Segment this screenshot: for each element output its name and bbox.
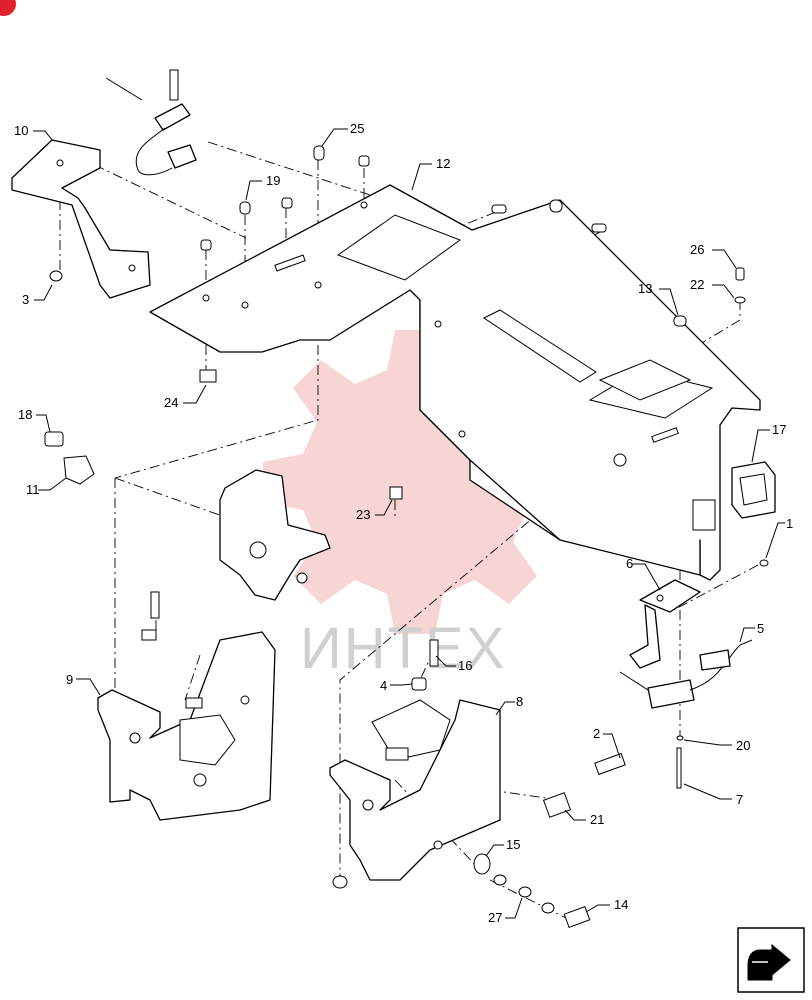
callout-3: 3 <box>22 292 29 307</box>
bracket-part-10 <box>11 139 151 299</box>
callout-leaders <box>33 128 785 919</box>
watermark-text: ИНТЕХ <box>300 616 506 681</box>
callout-19: 19 <box>266 173 280 188</box>
bracket-part-8 <box>329 699 501 881</box>
main-plate-part-12 <box>149 184 761 581</box>
callout-20: 20 <box>736 738 750 753</box>
callout-9: 9 <box>66 672 73 687</box>
callout-21: 21 <box>590 812 604 827</box>
callout-18: 18 <box>18 407 32 422</box>
bracket-part-6 <box>629 579 701 669</box>
callout-23: 23 <box>356 507 370 522</box>
bracket-part-9 <box>97 631 276 821</box>
callout-11: 11 <box>26 482 40 497</box>
next-page-arrow-icon[interactable] <box>737 927 805 993</box>
callout-24: 24 <box>164 395 178 410</box>
callout-6: 6 <box>626 556 633 571</box>
callout-1: 1 <box>786 516 793 531</box>
callout-22: 22 <box>690 277 704 292</box>
callout-15: 15 <box>506 837 520 852</box>
callout-16: 16 <box>458 658 472 673</box>
pedal-assembly <box>219 469 331 601</box>
corner-badge-icon[interactable] <box>0 0 16 16</box>
callout-14: 14 <box>614 897 628 912</box>
sensor-harness-top <box>105 69 197 176</box>
callout-27: 27 <box>488 910 502 925</box>
callout-8: 8 <box>516 694 523 709</box>
callout-10: 10 <box>14 123 28 138</box>
callout-7: 7 <box>736 792 743 807</box>
callout-25: 25 <box>350 121 364 136</box>
callout-4: 4 <box>380 678 387 693</box>
grommet-part-17 <box>731 461 776 519</box>
callout-17: 17 <box>772 422 786 437</box>
callout-2: 2 <box>593 726 600 741</box>
callout-12: 12 <box>436 156 450 171</box>
callout-13: 13 <box>638 281 652 296</box>
hardware-parts <box>44 145 769 928</box>
callout-labels: 1 2 3 4 5 6 7 8 9 10 11 12 13 14 15 16 1… <box>14 121 793 925</box>
callout-26: 26 <box>690 242 704 257</box>
callout-5: 5 <box>757 621 764 636</box>
sensor-part-5 <box>619 639 753 709</box>
